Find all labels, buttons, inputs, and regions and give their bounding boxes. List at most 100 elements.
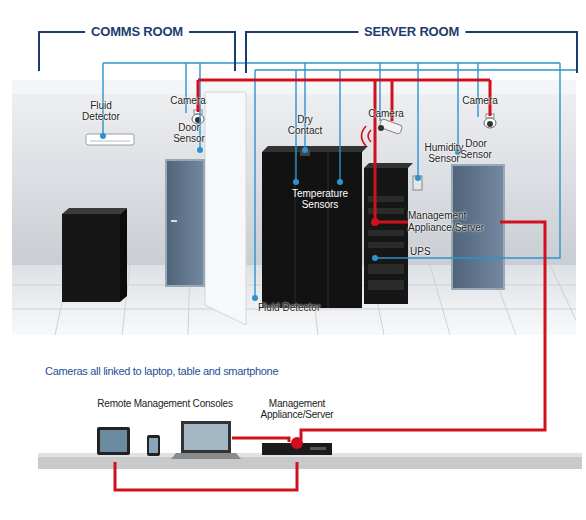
partition-wall [205,92,246,325]
server-racks [368,280,404,290]
comms-rack [62,208,127,302]
dome-camera [487,121,493,127]
humidity-sensor [413,176,422,190]
server-racks [262,152,362,308]
smartphone [149,438,158,453]
bullet-camera [378,125,384,131]
comms-rack [62,214,120,302]
room-bracket: SERVER ROOMManagement Appliance/Server [245,31,578,73]
camera-link [115,462,297,490]
sensor-wires [103,63,578,298]
sensor-wires [375,63,560,258]
server-racks [364,163,413,168]
appliance-box [262,437,332,455]
sensor-wires [254,70,255,298]
camera-wires [232,438,289,442]
camera-wires [198,79,490,82]
room-bracket: COMMS ROOM [38,31,236,71]
section-caption: Cameras all linked to laptop, table and … [45,365,365,378]
node-text: SERVER ROOM [358,24,465,40]
sensor-wires [457,63,458,152]
appliance-dot [371,218,379,226]
door [166,160,204,286]
sensor-dot [302,147,308,153]
door [166,160,204,286]
sensor-label: Door Sensor [170,122,208,144]
sensor-dot [100,133,106,139]
sensor-label: Humidity Sensor [421,142,467,164]
wall-fluid-detector [90,141,130,142]
wall-fluid-detector [86,134,134,145]
sensor-dot [372,255,378,261]
tablet [97,427,130,455]
camera-wires [198,80,490,442]
sensor-dot [415,175,421,181]
bullet-camera [368,130,371,142]
shelf [38,453,582,469]
shelf [38,456,582,469]
sensor-wires [339,70,340,182]
bullet-camera [362,118,403,146]
floor-tiles [550,265,576,320]
server-racks [368,208,404,214]
sensor-label: Dry Contact [284,114,326,136]
partition-wall [205,92,246,325]
server-racks [368,264,404,274]
sensor-label: Fluid Detector [258,302,338,313]
laptop [181,421,231,453]
camera-wires [301,430,344,440]
camera-wires [375,80,408,222]
sensor-label: Fluid Detector [78,100,124,122]
tablet [100,430,127,452]
sensor-dot [337,179,343,185]
appliance-group: Management Appliance/Server [250,398,344,462]
laptop [171,421,241,459]
node-text: Management Appliance/Server [408,208,500,234]
appliance-callout: Management Appliance/Server [408,208,500,236]
dome-camera [484,118,496,128]
camera-label: Camera [460,95,500,106]
camera-link [344,222,545,430]
sensor-dot [293,179,299,185]
sensor-wires [103,62,560,63]
ups-label: UPS [410,246,440,257]
server-racks [368,242,404,248]
camera-label: Camera [366,108,406,119]
appliance-box [310,447,326,450]
comms-rack [120,208,127,302]
sensor-wires [255,69,578,70]
room-walls [12,80,576,335]
sensor-label: Door Sensor [456,138,496,160]
humidity-sensor [413,176,422,190]
sensor-wires [477,63,478,117]
appliance-box [291,437,303,449]
laptop [171,453,241,459]
floor-tiles [430,265,450,335]
door [171,220,177,222]
server-racks [368,196,404,202]
camera-label: Camera [168,95,208,106]
sensor-dot [100,133,461,301]
console-group: Remote Management Consoles [90,398,240,462]
sensor-dot [252,295,258,301]
comms-rack [62,208,127,214]
node-text: Management Appliance/Server [250,398,344,420]
bullet-camera [362,126,367,146]
sensor-wires [102,63,103,136]
server-racks [262,146,413,308]
laptop [184,424,228,450]
sensor-dot [197,147,203,153]
server-racks [328,152,329,308]
wall-fluid-detector [86,134,134,145]
node-text: Remote Management Consoles [90,398,240,409]
smartphone [147,435,160,456]
smartphone [147,435,160,456]
dome-camera [484,114,496,128]
server-racks [368,230,404,236]
node-text: COMMS ROOM [85,24,189,40]
sensor-wires [304,63,305,150]
server-racks [364,168,408,304]
